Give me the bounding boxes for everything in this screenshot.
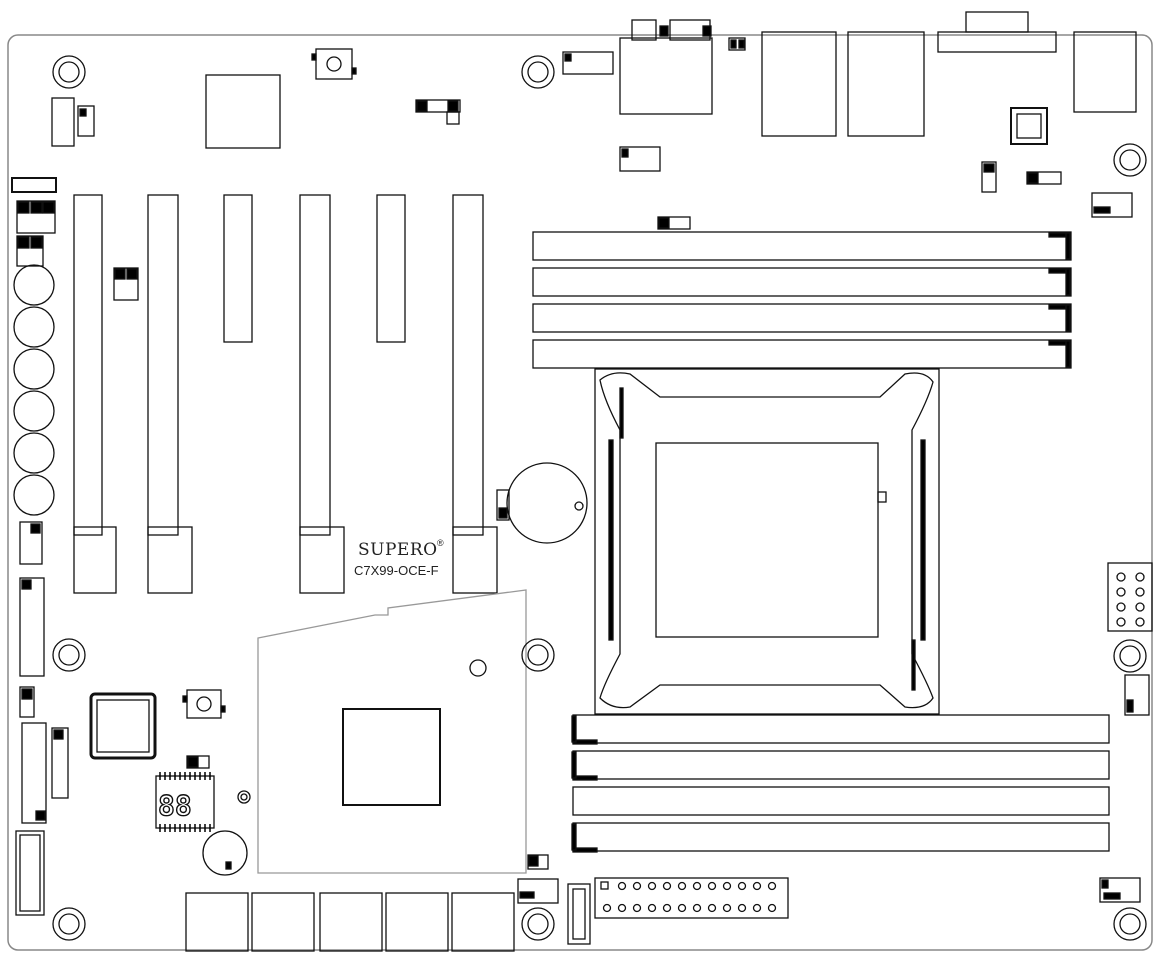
chip-top-left [205, 74, 281, 149]
debug-led-digits: 88 [158, 789, 192, 822]
fan-header-bottom-right [1099, 877, 1141, 903]
dimm-slot-c2 [571, 750, 1110, 781]
header-left-small [19, 521, 43, 565]
brand-logo: SUPERO [358, 540, 438, 560]
jumper-debug [186, 755, 210, 769]
fan-header-right-top [1091, 192, 1133, 218]
cmos-battery [496, 462, 588, 544]
buzzer [202, 830, 248, 876]
usb-header-top [562, 51, 614, 75]
dimm-slot-a1 [532, 231, 1072, 261]
dimm-slot-a2 [532, 267, 1072, 297]
dimm-slot-d2 [571, 822, 1110, 853]
atx-power-connector [594, 877, 789, 919]
board-outline [7, 34, 1153, 951]
cpu-socket [594, 368, 940, 715]
audio-io-port [619, 19, 713, 115]
mounting-hole-bottom-mid [521, 907, 555, 941]
sata-port-4 [385, 892, 449, 952]
dimm-slot-b1 [532, 303, 1072, 333]
bios-chip [11, 177, 57, 193]
dimm-slot-c1 [571, 714, 1110, 745]
mounting-hole-right-mid [1113, 639, 1147, 673]
mounting-hole-bottom-left [52, 907, 86, 941]
jumper-bottom-mid [527, 854, 549, 870]
pcie-slot-2 [147, 194, 193, 594]
fan-header-right-mid [1124, 674, 1150, 716]
led-small [237, 790, 251, 804]
serial-header-left [51, 727, 69, 799]
pcie-slot-4 [299, 194, 345, 594]
usb-lan-port-1 [761, 31, 837, 137]
usb-header-left [21, 722, 47, 824]
header-below-audio [619, 146, 661, 172]
jumper-near-pcie [113, 267, 139, 301]
mounting-hole-right-top [1113, 143, 1147, 177]
debug-led-display [155, 772, 215, 832]
mounting-hole-bottom-right [1113, 907, 1147, 941]
sata-port-2 [251, 892, 315, 952]
front-panel-header [19, 577, 45, 677]
io-controller-chip [89, 692, 157, 760]
tpm-header-bottom-left [15, 830, 45, 916]
dimm-slot-b2 [532, 339, 1072, 369]
sata-port-3 [319, 892, 383, 952]
power-connector-8pin [1107, 562, 1153, 632]
bmc-chip [1010, 107, 1048, 145]
usb-port-rear-right [1073, 31, 1137, 113]
jumper-block-left [16, 200, 56, 267]
switch-mid [182, 689, 226, 719]
jumper-top-left [77, 105, 95, 137]
power-connector-4pin [567, 883, 591, 945]
usb-lan-port-2 [847, 31, 925, 137]
pcie-slot-5 [376, 194, 406, 343]
jumpers-right-top [981, 161, 1062, 193]
vga-port [937, 11, 1057, 53]
audio-jacks [13, 264, 55, 516]
mounting-hole-top-left [52, 55, 86, 89]
sata-port-1 [185, 892, 249, 952]
dimm-slot-d1 [572, 786, 1110, 816]
pch-heatsink-area [257, 589, 527, 874]
pcie-slot-3 [223, 194, 253, 343]
pcie-slot-6 [452, 194, 498, 594]
mounting-hole-mid [521, 638, 555, 672]
fan-header-top-left [51, 97, 75, 147]
jumper-above-dimm [657, 216, 691, 230]
mounting-hole-top-mid [521, 55, 555, 89]
small-jumper-io [728, 37, 746, 51]
fan-header-bottom-mid [517, 878, 559, 904]
switch-top [311, 48, 357, 80]
mounting-hole-left-mid [52, 638, 86, 672]
sata-port-5 [451, 892, 515, 952]
pcie-slot-1 [73, 194, 117, 594]
board-model-label: C7X99-OCE-F [354, 563, 439, 578]
brand-registered-mark: ® [437, 538, 444, 548]
jumper-left-lower [19, 686, 35, 718]
jumper-group-top [415, 99, 461, 125]
